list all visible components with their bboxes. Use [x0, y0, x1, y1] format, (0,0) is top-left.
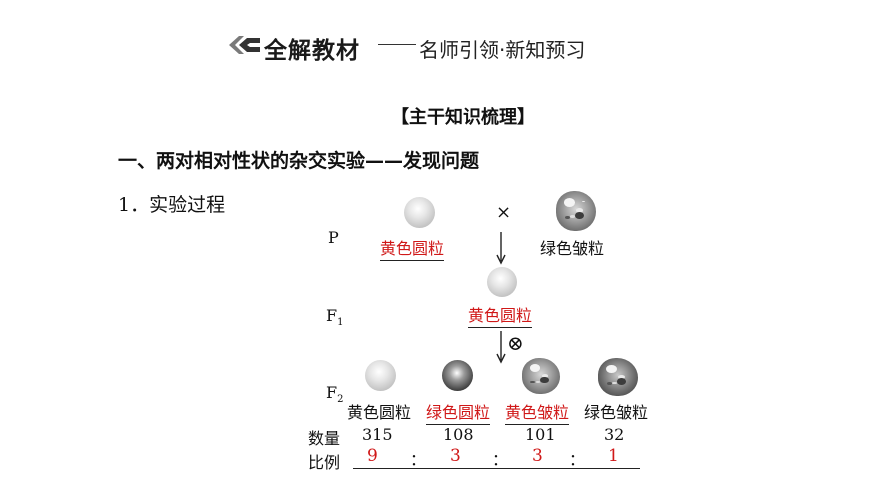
ratio-separator: ： — [492, 446, 508, 470]
ratio-value: 3 — [532, 446, 543, 466]
part-heading: 一、两对相对性状的杂交实验——发现问题 — [118, 146, 479, 173]
down-arrow-icon — [494, 330, 508, 364]
selfing-symbol: ⊗ — [507, 331, 524, 355]
pea-green-wrinkled — [556, 191, 596, 231]
f2-label-green-round: 绿色圆粒 — [426, 399, 490, 425]
header-title: 全解教材 — [264, 31, 360, 65]
count-value: 108 — [443, 425, 474, 444]
generation-label-f1: F1 — [326, 306, 343, 328]
p-parent-label-yellow-round: 黄色圆粒 — [380, 235, 444, 261]
ratio-underline — [353, 468, 640, 469]
generation-label-p: P — [328, 228, 339, 247]
ratio-row-label: 比例 — [308, 449, 340, 473]
generation-label-f2: F2 — [326, 383, 343, 405]
count-value: 101 — [525, 425, 556, 444]
count-value: 32 — [604, 425, 624, 444]
f2-label-yellow-wrinkled: 黄色皱粒 — [505, 399, 569, 425]
pea-yellow-wrinkled — [522, 358, 560, 394]
pea-green-wrinkled — [598, 358, 638, 396]
header-dash-divider — [378, 44, 416, 45]
ratio-value: 1 — [608, 446, 619, 466]
f1-label: 黄色圆粒 — [468, 302, 532, 328]
pea-yellow-round — [404, 197, 435, 228]
pea-yellow-round — [487, 267, 517, 297]
ratio-value: 3 — [450, 446, 461, 466]
ratio-value: 9 — [367, 446, 378, 466]
count-value: 315 — [362, 425, 393, 444]
pea-yellow-round — [365, 360, 396, 391]
step-heading: 1．实验过程 — [118, 190, 225, 217]
down-arrow-icon — [494, 231, 508, 265]
count-row-label: 数量 — [308, 425, 340, 449]
f2-label-green-wrinkled: 绿色皱粒 — [584, 399, 648, 423]
double-chevron-logo-icon — [227, 33, 261, 57]
f2-label-yellow-round: 黄色圆粒 — [347, 399, 411, 423]
pea-green-round — [442, 360, 473, 391]
section-heading: 【主干知识梳理】 — [391, 103, 535, 129]
cross-symbol: × — [496, 202, 511, 223]
header-subtitle: 名师引领·新知预习 — [419, 34, 585, 63]
ratio-separator: ： — [410, 446, 426, 470]
ratio-separator: ： — [569, 446, 585, 470]
p-parent-label-green-wrinkled: 绿色皱粒 — [540, 235, 604, 259]
